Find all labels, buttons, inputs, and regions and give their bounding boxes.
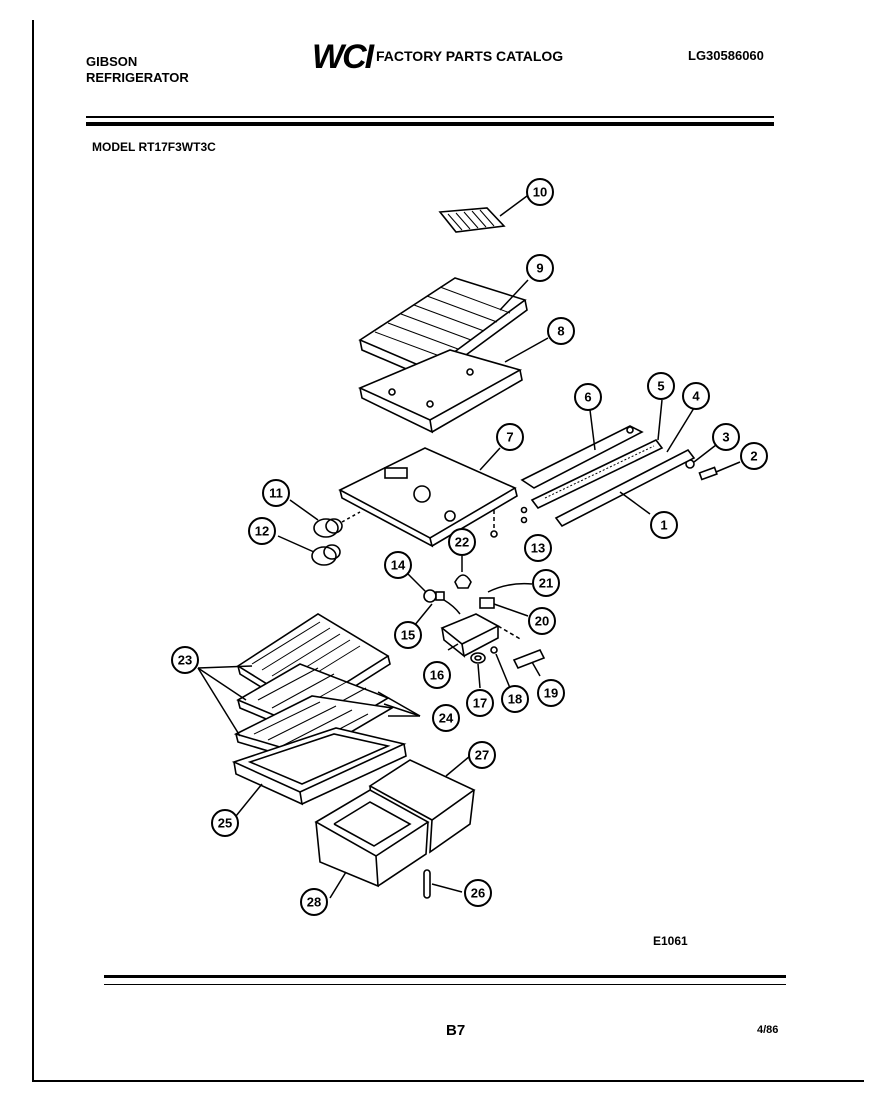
catalog-code: LG30586060: [688, 48, 764, 63]
callout-13: 13: [524, 534, 552, 562]
svg-text:27: 27: [475, 748, 489, 763]
svg-text:28: 28: [307, 895, 321, 910]
part-5-vent-strip: [530, 438, 664, 510]
part-8-panel: [358, 349, 523, 434]
part-14-bulb: [423, 589, 445, 603]
header-rule-thick: [86, 122, 774, 126]
svg-text:26: 26: [471, 886, 485, 901]
callout-14: 14: [384, 551, 412, 579]
svg-text:13: 13: [531, 541, 545, 556]
page-number: B7: [446, 1022, 466, 1039]
callout-9: 9: [526, 254, 554, 282]
callout-24: 24: [432, 704, 460, 732]
callout-20: 20: [528, 607, 556, 635]
footer-rule-thin: [104, 984, 786, 985]
svg-text:4: 4: [692, 389, 700, 404]
svg-text:22: 22: [455, 535, 469, 550]
callout-26: 26: [464, 879, 492, 907]
svg-text:21: 21: [539, 576, 553, 591]
svg-text:20: 20: [535, 614, 549, 629]
callout-6: 6: [574, 383, 602, 411]
svg-text:7: 7: [506, 430, 513, 445]
callout-10: 10: [526, 178, 554, 206]
part-1-rail: [554, 448, 696, 528]
callout-15: 15: [394, 621, 422, 649]
wci-logo: WCI: [312, 38, 374, 76]
part-23-24-shelves: [233, 613, 395, 766]
svg-text:3: 3: [722, 430, 729, 445]
svg-text:10: 10: [533, 185, 547, 200]
part-12-fitting: [311, 544, 341, 566]
svg-text:25: 25: [218, 816, 232, 831]
svg-text:12: 12: [255, 524, 269, 539]
callout-1: 1: [650, 511, 678, 539]
callout-28: 28: [300, 888, 328, 916]
part-25-crisper-cover: [231, 727, 407, 806]
model-number: MODEL RT17F3WT3C: [92, 140, 216, 154]
part-19-plate: [512, 648, 546, 670]
callout-12: 12: [248, 517, 276, 545]
part-18-clip: [490, 646, 498, 654]
page-frame: [32, 20, 864, 1082]
part-27-28-crisper-drawers: [314, 759, 476, 888]
product-type: REFRIGERATOR: [86, 70, 189, 85]
callout-2: 2: [740, 442, 768, 470]
brand-block: GIBSON REFRIGERATOR: [86, 54, 189, 86]
brand-name: GIBSON: [86, 54, 138, 69]
svg-text:8: 8: [557, 324, 564, 339]
callout-19: 19: [537, 679, 565, 707]
header-rule-thin: [86, 116, 774, 118]
part-26-slide: [423, 869, 431, 899]
svg-text:18: 18: [508, 692, 522, 707]
callout-7: 7: [496, 423, 524, 451]
part-7-shelf: [338, 447, 518, 548]
part-20-switch: [479, 597, 495, 609]
callout-8: 8: [547, 317, 575, 345]
part-9-cover: [358, 277, 528, 382]
callout-4: 4: [682, 382, 710, 410]
part-10-grille: [438, 207, 506, 233]
callout-3: 3: [712, 423, 740, 451]
svg-text:11: 11: [269, 486, 283, 501]
svg-text:23: 23: [178, 653, 192, 668]
svg-text:17: 17: [473, 696, 487, 711]
svg-text:9: 9: [536, 261, 543, 276]
svg-text:2: 2: [750, 449, 757, 464]
callout-11: 11: [262, 479, 290, 507]
part-2-screw: [698, 466, 718, 481]
callout-16: 16: [423, 661, 451, 689]
callout-18: 18: [501, 685, 529, 713]
svg-text:14: 14: [391, 558, 406, 573]
svg-text:1: 1: [660, 518, 667, 533]
callout-22: 22: [448, 528, 476, 556]
svg-text:19: 19: [544, 686, 558, 701]
svg-text:24: 24: [439, 711, 454, 726]
callout-21: 21: [532, 569, 560, 597]
callout-17: 17: [466, 689, 494, 717]
callout-5: 5: [647, 372, 675, 400]
part-16-housing: [440, 613, 500, 658]
footer-rule: [104, 975, 786, 978]
part-22-knob: [454, 574, 472, 589]
callout-23: 23: [171, 646, 199, 674]
catalog-title: FACTORY PARTS CATALOG: [376, 48, 564, 64]
svg-text:16: 16: [430, 668, 444, 683]
callout-25: 25: [211, 809, 239, 837]
callout-27: 27: [468, 741, 496, 769]
part-11-fitting: [313, 518, 343, 538]
svg-text:5: 5: [657, 379, 664, 394]
diagram-code: E1061: [653, 934, 688, 948]
part-17-grommet: [470, 652, 486, 664]
revision-date: 4/86: [757, 1024, 779, 1036]
svg-text:15: 15: [401, 628, 415, 643]
svg-text:6: 6: [584, 390, 591, 405]
